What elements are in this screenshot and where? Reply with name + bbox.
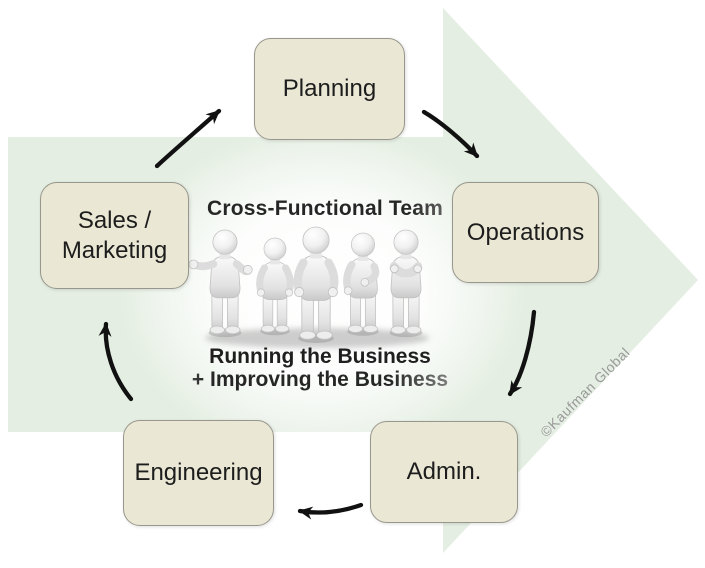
figure-4 [343, 232, 380, 337]
node-engineering-label: Engineering [134, 459, 263, 486]
node-operations: Operations [452, 182, 599, 283]
figure-2 [256, 237, 294, 336]
team-figures-illustration [188, 226, 429, 348]
node-sales-label-line1: Sales / [77, 206, 152, 234]
node-planning-label: Planning [282, 75, 377, 102]
arrow-engineering-to-sales [98, 321, 134, 402]
arrow-planning-to-operations [421, 109, 480, 159]
arrow-sales-to-planning [154, 108, 222, 169]
node-planning: Planning [254, 38, 405, 140]
node-admin: Admin. [370, 421, 518, 523]
subtitle-improving: + Improving the Business [160, 368, 480, 392]
node-sales-label-line2: Marketing [61, 236, 168, 264]
arrow-admin-to-engineering [297, 502, 364, 520]
node-operations-label: Operations [466, 218, 585, 246]
figure-5 [389, 229, 423, 338]
figure-3 [293, 226, 339, 344]
node-engineering: Engineering [123, 420, 274, 526]
subtitle-running: Running the Business [209, 345, 431, 368]
node-admin-label: Admin. [406, 458, 482, 485]
node-sales-marketing: Sales / Marketing [40, 182, 189, 289]
figure-1 [188, 229, 253, 338]
diagram-title: Cross-Functional Team [165, 197, 485, 221]
arrow-operations-to-admin [507, 309, 537, 397]
